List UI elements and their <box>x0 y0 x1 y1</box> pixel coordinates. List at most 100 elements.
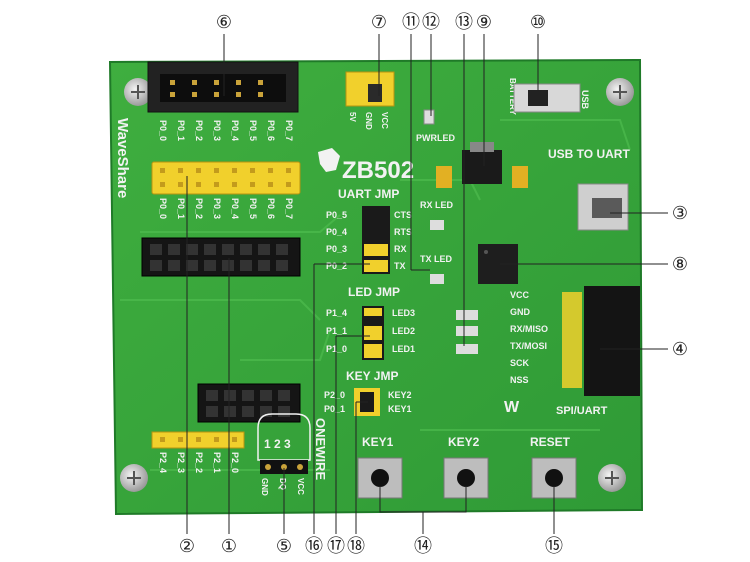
p0-bottom-label: P0_4 <box>230 198 240 219</box>
capacitor-a <box>436 166 452 188</box>
callout-number: ⑥ <box>216 12 232 33</box>
key2-button <box>443 457 489 499</box>
p0-top-label: P0_2 <box>194 120 204 141</box>
p2-pin-label: P2_4 <box>158 452 168 473</box>
mini-usb-port <box>577 183 629 231</box>
p0-top-label: P0_1 <box>176 120 186 141</box>
p2-pin-label: P2_3 <box>176 452 186 473</box>
callout-number: ② <box>179 536 195 557</box>
callout-number: ⑨ <box>476 12 492 33</box>
onewire-pin-numbers: 1 2 3 <box>264 437 291 451</box>
key-pin-label: P0_1 <box>324 404 345 414</box>
reset-label: RESET <box>530 435 571 449</box>
p2-labels: P2_4 P2_3 P2_2 P2_1 P2_0 <box>158 452 240 473</box>
pwr-5v-label: 5V <box>348 112 357 122</box>
uart-signal-label: RTS <box>394 227 412 237</box>
p2-pin-label: P2_0 <box>230 452 240 473</box>
key-pin-labels: P2_0P0_1 <box>324 390 345 414</box>
usb-switch-label: USB <box>580 90 590 110</box>
uart-pin-label: P0_4 <box>326 227 347 237</box>
callout-number: ⑰ <box>327 536 345 557</box>
idc-connector <box>147 61 299 113</box>
screw-icon <box>598 464 626 492</box>
key-jmp-label: KEY JMP <box>346 369 398 383</box>
callout-number: ⑧ <box>672 254 688 275</box>
spi-pin-label: VCC <box>510 290 530 300</box>
key2-label: KEY2 <box>448 435 480 449</box>
callout-number: ⑮ <box>545 536 563 557</box>
pwr-led-label: PWRLED <box>416 133 455 143</box>
spi-uart-header <box>562 286 640 396</box>
uart-pin-label: P0_2 <box>326 261 347 271</box>
led-name-label: LED2 <box>392 326 415 336</box>
screw-icon <box>606 78 634 106</box>
screw-icon <box>120 464 148 492</box>
pwr-led <box>423 109 435 125</box>
spi-pin-label: NSS <box>510 375 529 385</box>
board-model: ZB502 <box>342 157 414 184</box>
ti-logo-icon <box>318 148 340 172</box>
key-name-label: KEY1 <box>388 404 412 414</box>
callout-number: ⑭ <box>414 536 432 557</box>
onewire-gnd-label: GND <box>260 478 269 496</box>
callout-number: ⑤ <box>276 536 292 557</box>
p0-bottom-label: P0_5 <box>248 198 258 219</box>
power-jumper: 5V GND VCC <box>345 71 395 130</box>
pwr-gnd-label: GND <box>364 112 373 130</box>
onewire-dq-label: DQ <box>278 478 287 490</box>
key1-label: KEY1 <box>362 435 394 449</box>
brand-label: WaveShare <box>114 118 131 198</box>
callout-number: ⑪ <box>402 12 420 33</box>
p0-bottom-label: P0_0 <box>158 198 168 219</box>
led-pin-label: P1_4 <box>326 308 347 318</box>
uart-signal-label: CTS <box>394 210 412 220</box>
female-header-lower <box>197 383 301 423</box>
uart-jumper <box>362 206 390 274</box>
p0-top-label: P0_5 <box>248 120 258 141</box>
callout-number: ⑫ <box>422 12 440 33</box>
led-pin-labels: P1_4P1_1P1_0 <box>326 308 347 354</box>
tx-led-label: TX LED <box>420 254 453 264</box>
spi-pin-label: RX/MISO <box>510 324 548 334</box>
p0-pin-header <box>151 161 301 195</box>
callout-number: ⑦ <box>371 12 387 33</box>
p2-pin-label: P2_1 <box>212 452 222 473</box>
led-name-label: LED1 <box>392 344 415 354</box>
callout-number: ⑬ <box>455 12 473 33</box>
usb-to-uart-label: USB TO UART <box>548 147 630 161</box>
callout-number: ① <box>221 536 237 557</box>
pwr-vcc-label: VCC <box>380 112 389 129</box>
key-name-label: KEY2 <box>388 390 412 400</box>
callout-number: ③ <box>672 203 688 224</box>
screw-icon <box>124 78 152 106</box>
led-jmp-label: LED JMP <box>348 285 400 299</box>
key-pin-label: P2_0 <box>324 390 345 400</box>
capacitor-b <box>512 166 528 188</box>
spi-uart-label: SPI/UART <box>556 405 608 417</box>
p0-top-label: P0_0 <box>158 120 168 141</box>
p0-bottom-label: P0_2 <box>194 198 204 219</box>
p0-bottom-label: P0_1 <box>176 198 186 219</box>
spi-pin-label: GND <box>510 307 531 317</box>
led-jumper <box>362 306 384 360</box>
p0-bottom-label: P0_7 <box>284 198 294 219</box>
power-switch <box>513 83 581 113</box>
uart-pin-labels: P0_5P0_4P0_3P0_2 <box>326 210 347 271</box>
rx-led <box>430 220 444 230</box>
battery-label: BATTERY <box>508 78 517 116</box>
p0-bottom-label: P0_6 <box>266 198 276 219</box>
spi-pin-label: TX/MOSI <box>510 341 547 351</box>
p2-pin-label: P2_2 <box>194 452 204 473</box>
voltage-regulator <box>462 142 502 184</box>
callout-number: ⑩ <box>530 12 546 33</box>
rx-led-label: RX LED <box>420 200 454 210</box>
tx-led <box>430 274 444 284</box>
callout-number: ⑱ <box>347 536 365 557</box>
